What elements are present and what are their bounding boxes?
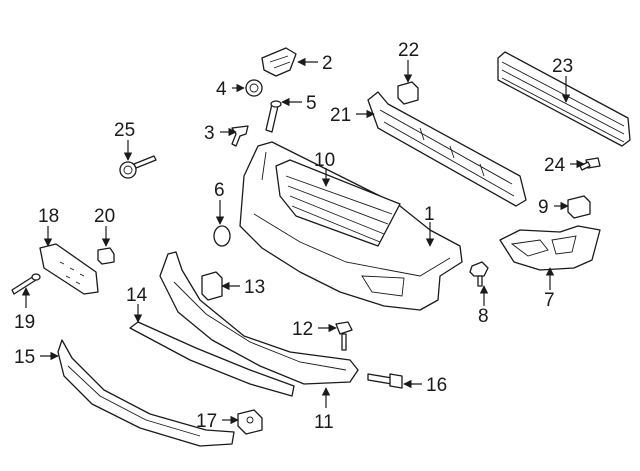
part-clip-22 [397, 81, 419, 105]
part-clip-13 [201, 271, 223, 301]
callout-5: 5 [306, 93, 317, 114]
callout-17: 17 [196, 411, 217, 432]
part-clip-17 [237, 409, 263, 435]
part-license-bracket [39, 243, 99, 295]
callout-22: 22 [398, 40, 419, 61]
part-energy-absorber [367, 91, 527, 207]
callout-9: 9 [538, 197, 549, 218]
callout-24: 24 [544, 155, 566, 176]
callout-3: 3 [204, 123, 215, 144]
callout-25: 25 [114, 120, 135, 141]
part-bolt-8 [469, 261, 489, 287]
callout-11: 11 [314, 412, 334, 433]
callout-2: 2 [322, 53, 333, 74]
callout-20: 20 [94, 206, 115, 227]
part-lower-deflector [129, 321, 295, 397]
callout-labels: 1 2 3 4 5 6 7 8 9 10 11 12 13 14 15 16 1… [14, 40, 573, 433]
part-screw-19 [11, 273, 41, 295]
callout-8: 8 [478, 306, 489, 327]
callout-23: 23 [552, 56, 573, 77]
callout-7: 7 [544, 290, 555, 311]
part-air-deflector [57, 339, 235, 447]
callout-1: 1 [424, 204, 435, 225]
part-lower-valance [159, 251, 359, 385]
callout-4: 4 [216, 79, 227, 100]
part-side-panel [499, 225, 601, 271]
part-o-ring [213, 225, 231, 247]
callout-14: 14 [126, 285, 148, 306]
callout-15: 15 [14, 347, 35, 368]
callout-21: 21 [330, 105, 351, 126]
callout-13: 13 [244, 277, 265, 298]
part-pin-3 [231, 125, 249, 147]
part-grille [275, 159, 401, 247]
leader-lines [21, 57, 585, 425]
callout-16: 16 [426, 375, 447, 396]
part-tow-eye [119, 155, 157, 179]
callout-12: 12 [292, 319, 313, 340]
part-bolt-16 [367, 373, 403, 389]
part-screw-5 [265, 100, 282, 133]
part-clip-9 [567, 195, 591, 219]
part-bolt-12 [335, 321, 353, 351]
callout-19: 19 [14, 312, 35, 333]
callout-6: 6 [214, 180, 225, 201]
part-bracket-2 [261, 47, 297, 77]
part-grommet-4 [245, 79, 263, 97]
callout-18: 18 [38, 206, 59, 227]
callout-10: 10 [314, 150, 335, 171]
part-clip-20 [97, 247, 115, 265]
